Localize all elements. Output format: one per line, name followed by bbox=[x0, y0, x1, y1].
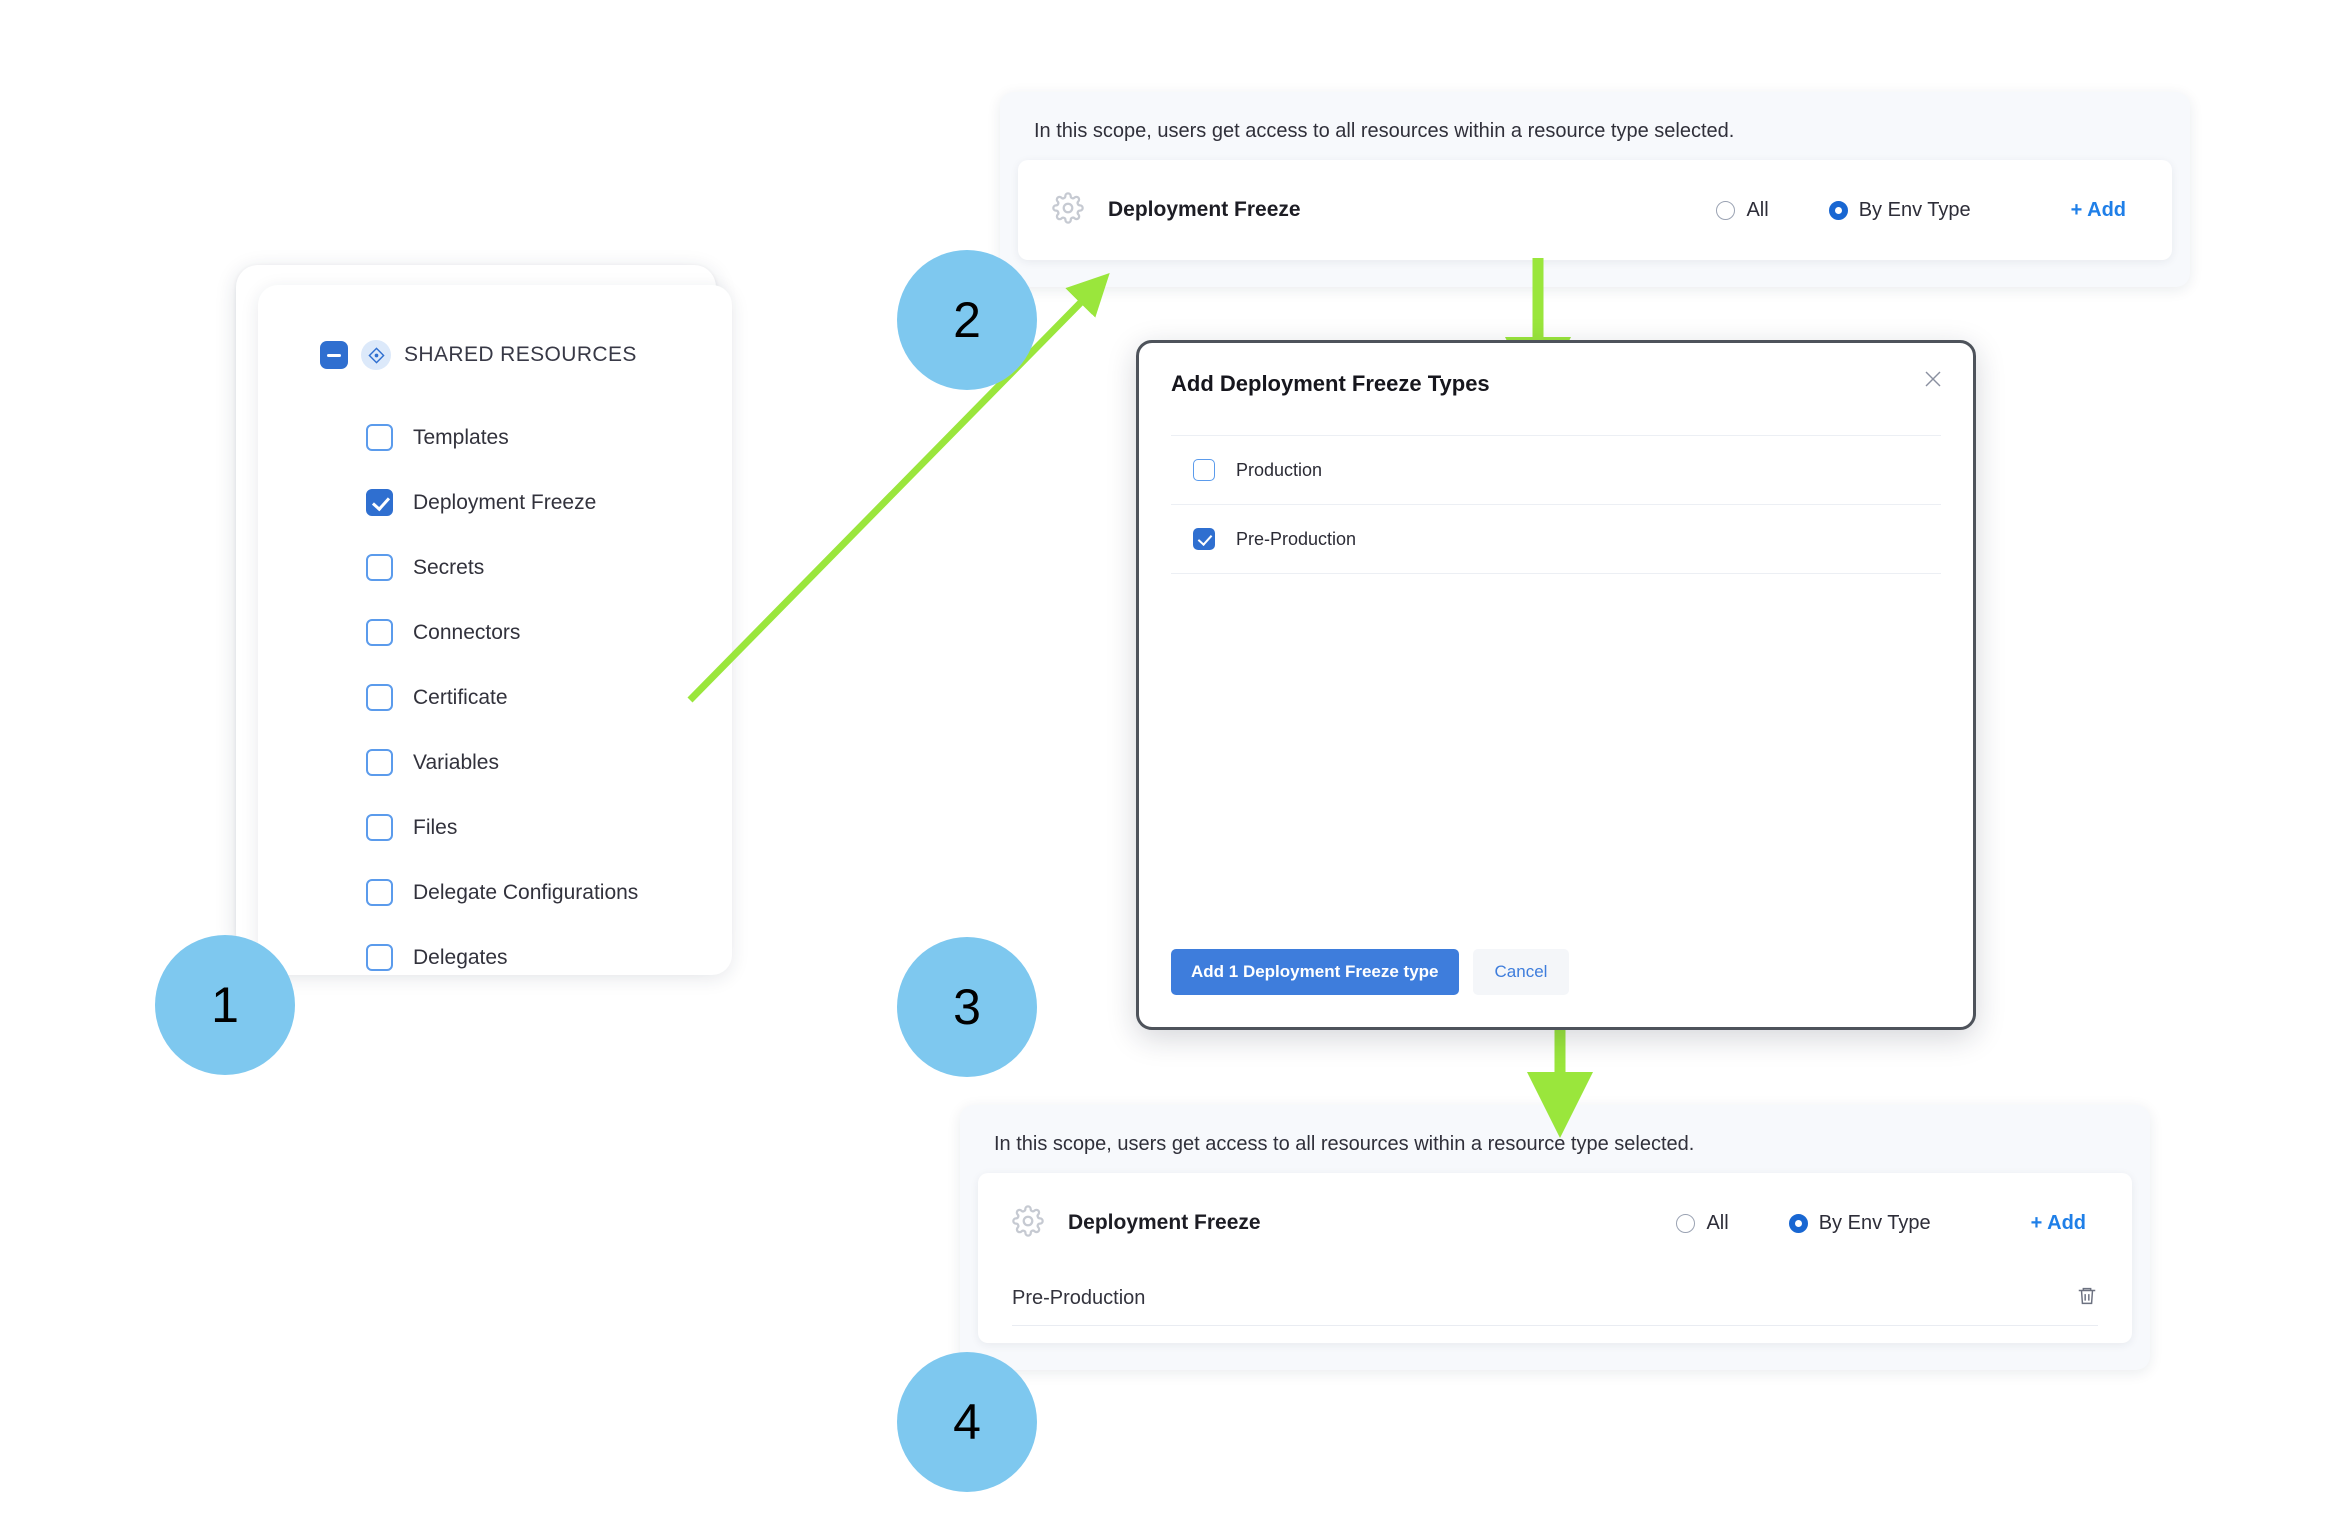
radio-by-env-type-dot[interactable] bbox=[1828, 200, 1848, 220]
radio-all[interactable]: All bbox=[1676, 1211, 1729, 1235]
list-item-label: Deployment Freeze bbox=[413, 490, 597, 514]
scope-resource-row: Deployment Freeze All By Env Type + Add bbox=[1018, 160, 2172, 260]
list-item-label: Certificate bbox=[413, 685, 508, 709]
arrow-sidebar-to-top-panel bbox=[687, 273, 1110, 703]
scope-description: In this scope, users get access to all r… bbox=[994, 1133, 1695, 1155]
scope-resource-name: Deployment Freeze bbox=[1068, 1211, 1261, 1234]
gear-icon bbox=[1012, 1204, 1044, 1242]
scope-radio-group: All By Env Type + Add bbox=[1676, 1212, 2132, 1235]
list-item[interactable]: Templates bbox=[366, 405, 726, 470]
list-item[interactable]: Connectors bbox=[366, 600, 726, 665]
step-badge-label: 4 bbox=[953, 1394, 981, 1450]
add-button[interactable]: + Add bbox=[2070, 198, 2126, 221]
checkbox-templates[interactable] bbox=[366, 424, 393, 451]
list-item-label: Secrets bbox=[413, 555, 485, 579]
modal-row-pre-production[interactable]: Pre-Production bbox=[1171, 505, 1941, 574]
checkbox-pre-production[interactable] bbox=[1193, 528, 1215, 550]
shared-resources-diamond-icon bbox=[361, 340, 391, 370]
scope-resource-card: Deployment Freeze All By Env Type + Add bbox=[1018, 160, 2172, 260]
modal-row-label: Pre-Production bbox=[1236, 528, 1357, 549]
scope-resource-row: Deployment Freeze All By Env Type + Add bbox=[978, 1173, 2132, 1273]
shared-resources-list: Templates Deployment Freeze Secrets Conn… bbox=[366, 405, 726, 990]
radio-by-env-type[interactable]: By Env Type bbox=[1828, 198, 1971, 222]
scope-radio-group: All By Env Type + Add bbox=[1716, 199, 2172, 222]
scope-panel-top: In this scope, users get access to all r… bbox=[1000, 92, 2190, 287]
list-item[interactable]: Variables bbox=[366, 730, 726, 795]
list-item-label: Connectors bbox=[413, 620, 521, 644]
add-button[interactable]: + Add bbox=[2030, 1211, 2086, 1234]
step-badge-label: 3 bbox=[953, 979, 981, 1035]
trash-icon[interactable] bbox=[2076, 1285, 2098, 1312]
step-badge-2: 2 bbox=[897, 250, 1037, 390]
radio-by-env-type[interactable]: By Env Type bbox=[1788, 1211, 1931, 1235]
selected-env-type-row: Pre-Production bbox=[978, 1273, 2132, 1323]
scope-resource-name: Deployment Freeze bbox=[1108, 198, 1301, 221]
checkbox-production[interactable] bbox=[1193, 459, 1215, 481]
radio-all-label: All bbox=[1746, 198, 1769, 221]
checkbox-delegates[interactable] bbox=[366, 944, 393, 971]
modal-footer: Add 1 Deployment Freeze type Cancel bbox=[1171, 949, 1570, 995]
list-item-label: Templates bbox=[413, 425, 509, 449]
list-item-label: Delegates bbox=[413, 945, 508, 969]
step-badge-1: 1 bbox=[155, 935, 295, 1075]
modal-row-label: Production bbox=[1236, 459, 1323, 480]
cancel-button[interactable]: Cancel bbox=[1472, 949, 1570, 995]
radio-by-env-type-dot[interactable] bbox=[1788, 1213, 1808, 1233]
modal-title: Add Deployment Freeze Types bbox=[1171, 371, 1490, 396]
radio-all-dot[interactable] bbox=[1676, 1213, 1696, 1233]
checkbox-secrets[interactable] bbox=[366, 554, 393, 581]
list-item-label: Variables bbox=[413, 750, 499, 774]
step-badge-label: 2 bbox=[953, 292, 981, 348]
scope-description: In this scope, users get access to all r… bbox=[1034, 120, 1735, 142]
list-item[interactable]: Deployment Freeze bbox=[366, 470, 726, 535]
list-item[interactable]: Certificate bbox=[366, 665, 726, 730]
add-deployment-freeze-types-modal: Add Deployment Freeze Types Production P… bbox=[1136, 340, 1976, 1030]
radio-all-label: All bbox=[1706, 1211, 1729, 1234]
add-deployment-freeze-type-button[interactable]: Add 1 Deployment Freeze type bbox=[1171, 949, 1459, 995]
shared-resources-panel: SHARED RESOURCES Templates Deployment Fr… bbox=[236, 265, 732, 975]
list-item[interactable]: Delegates bbox=[366, 925, 726, 990]
step-badge-4: 4 bbox=[897, 1352, 1037, 1492]
scope-resource-card: Deployment Freeze All By Env Type + Add … bbox=[978, 1173, 2132, 1343]
shared-resources-header[interactable]: SHARED RESOURCES bbox=[320, 340, 637, 370]
checkbox-connectors[interactable] bbox=[366, 619, 393, 646]
shared-resources-title: SHARED RESOURCES bbox=[404, 343, 637, 366]
step-badge-3: 3 bbox=[897, 937, 1037, 1077]
radio-by-env-type-label: By Env Type bbox=[1858, 198, 1971, 221]
close-icon[interactable] bbox=[1917, 363, 1949, 395]
checkbox-delegate-configurations[interactable] bbox=[366, 879, 393, 906]
checkbox-certificate[interactable] bbox=[366, 684, 393, 711]
list-item[interactable]: Files bbox=[366, 795, 726, 860]
selected-env-type-label: Pre-Production bbox=[1012, 1286, 1146, 1309]
modal-option-list: Production Pre-Production bbox=[1171, 435, 1941, 574]
list-item[interactable]: Secrets bbox=[366, 535, 726, 600]
list-item-label: Delegate Configurations bbox=[413, 880, 639, 904]
checkbox-files[interactable] bbox=[366, 814, 393, 841]
step-badge-label: 1 bbox=[211, 977, 239, 1033]
collapse-minus-icon[interactable] bbox=[320, 341, 348, 369]
radio-all-dot[interactable] bbox=[1716, 200, 1736, 220]
list-item-label: Files bbox=[413, 815, 458, 839]
row-divider bbox=[1012, 1325, 2098, 1326]
radio-all[interactable]: All bbox=[1716, 198, 1769, 222]
card-surface bbox=[258, 285, 732, 975]
list-item[interactable]: Delegate Configurations bbox=[366, 860, 726, 925]
radio-by-env-type-label: By Env Type bbox=[1818, 1211, 1931, 1234]
checkbox-deployment-freeze[interactable] bbox=[366, 489, 393, 516]
modal-row-production[interactable]: Production bbox=[1171, 435, 1941, 505]
checkbox-variables[interactable] bbox=[366, 749, 393, 776]
gear-icon bbox=[1052, 191, 1084, 229]
scope-panel-bottom: In this scope, users get access to all r… bbox=[960, 1105, 2150, 1370]
